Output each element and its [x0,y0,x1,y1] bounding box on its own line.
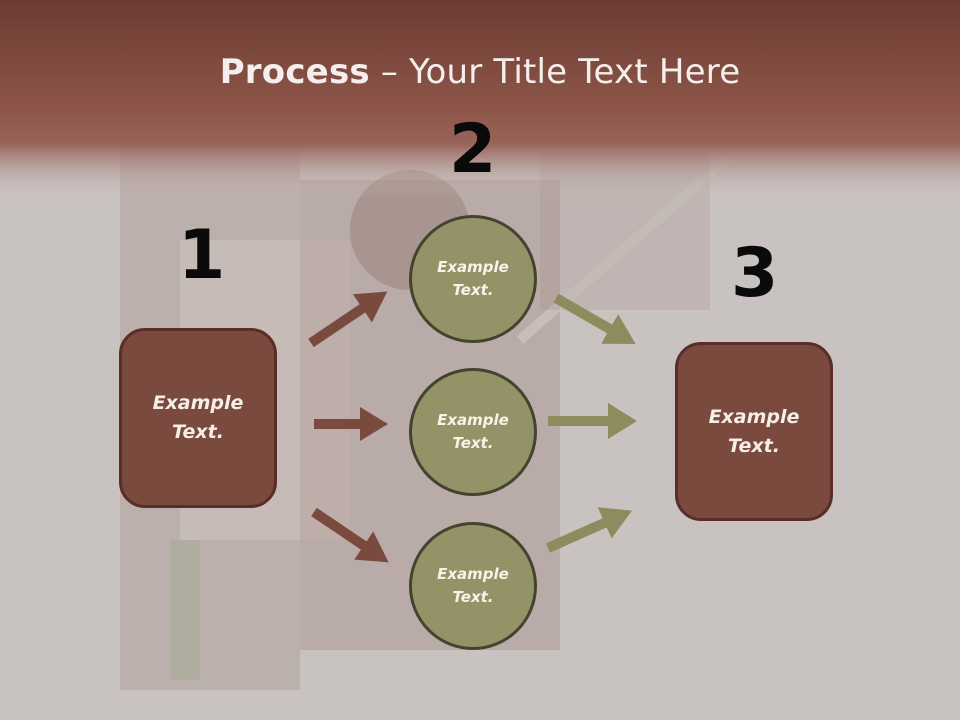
arrow-down-right-olive [553,293,636,344]
page-title: Process – Your Title Text Here [219,52,741,92]
middle-circle-1: Example Text. [409,215,537,343]
arrow-up-right-olive [545,507,633,553]
circle-3-text: Example Text. [437,565,509,606]
circle-1-text: Example Text. [437,258,509,299]
circle-2-text: Example Text. [437,411,509,452]
step-number-3: 3 [731,234,779,313]
step-number-1: 1 [178,216,226,295]
arrow-up-right [308,291,388,348]
right-step-box: Example Text. [675,342,833,521]
left-arrows [308,291,389,563]
arrow-right-olive [548,403,637,439]
middle-circle-3: Example Text. [409,522,537,650]
left-step-box: Example Text. [119,328,277,508]
arrow-down-right [311,507,389,563]
right-step-text: Example Text. [708,405,800,457]
arrow-right [314,407,388,441]
step-number-2: 2 [449,110,497,189]
left-step-text: Example Text. [152,392,244,443]
middle-circle-2: Example Text. [409,368,537,496]
right-arrows [545,293,637,553]
